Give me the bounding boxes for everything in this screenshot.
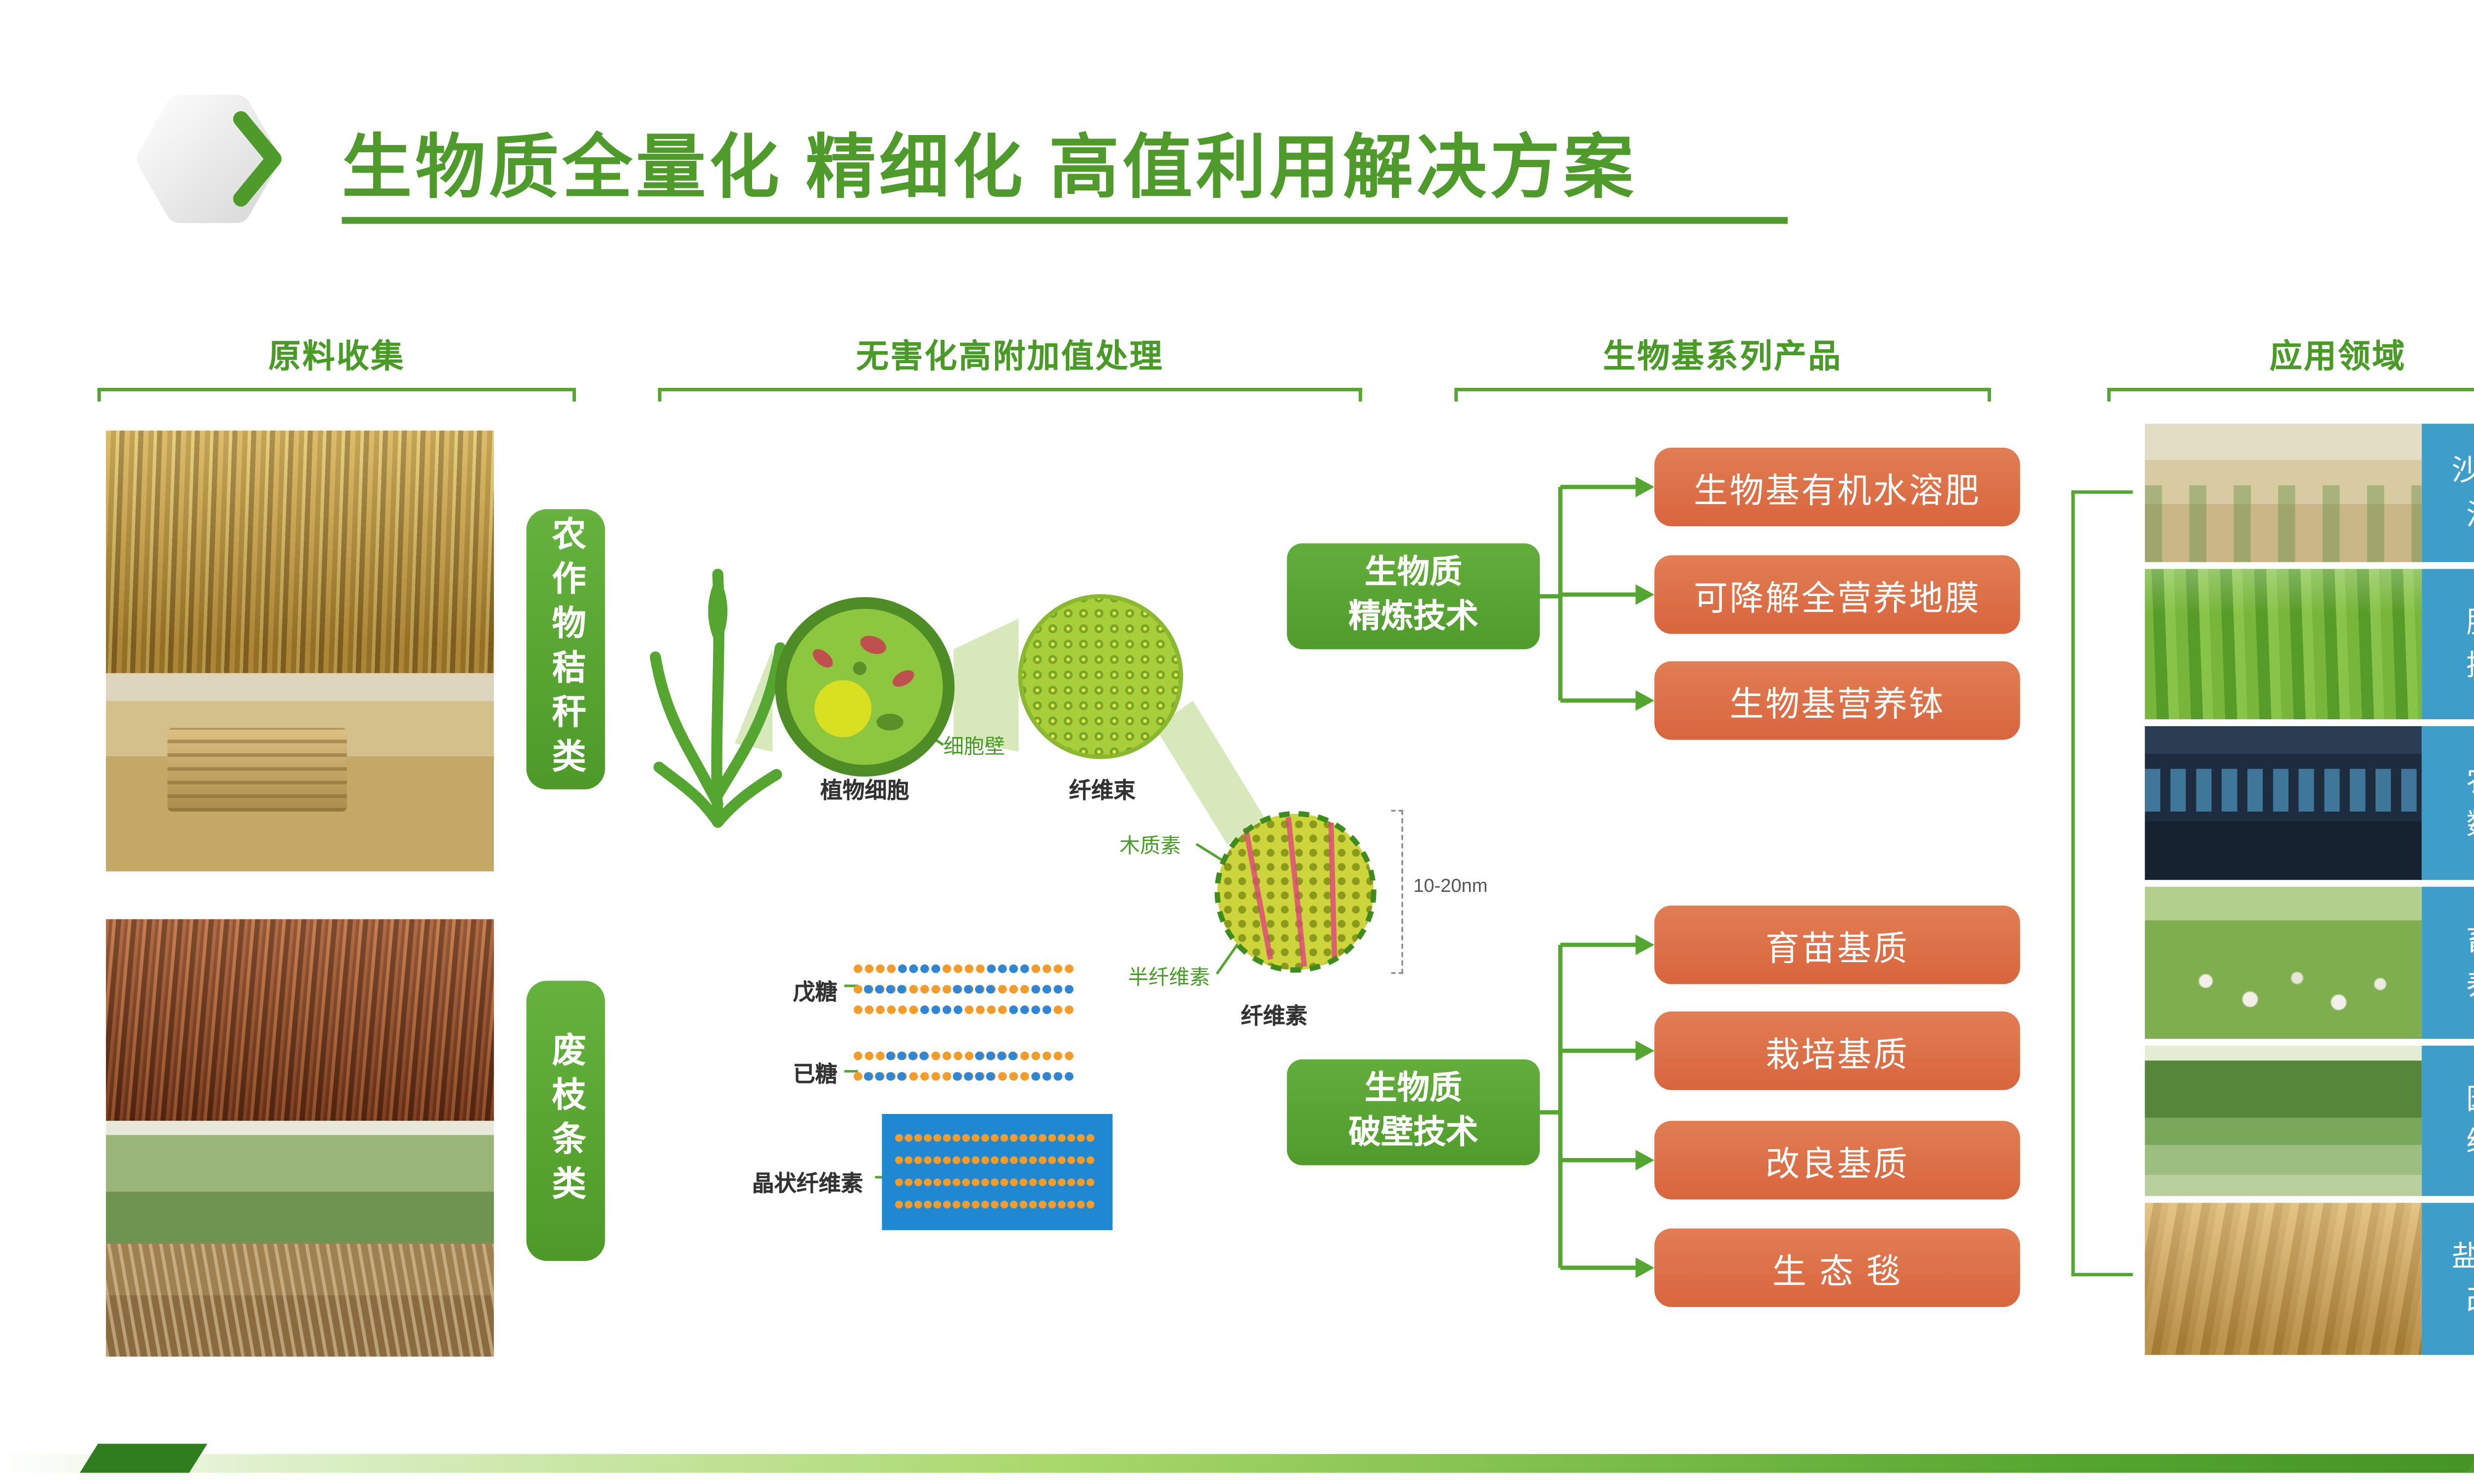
application-label: 盐碱地 改良 [2422, 1203, 2474, 1355]
section-bracket [658, 388, 1362, 402]
application-label: 沙漠化 治理 [2422, 423, 2474, 562]
straw-bale-shape [168, 729, 347, 812]
flow-connector-refining [1531, 448, 1658, 721]
category-waste-branches: 废枝条类 [526, 980, 605, 1261]
applications-bracket [2071, 490, 2133, 1277]
red-branches-photo [106, 919, 494, 1121]
section-bracket [1454, 388, 1991, 402]
application-row: 农业 数据 [2144, 726, 2474, 880]
soil-fertility-photo [2144, 569, 2422, 720]
footer-ribbon-left-fold [80, 1443, 208, 1473]
product-water-soluble-fertilizer: 生物基有机水溶肥 [1654, 447, 2020, 526]
landscape-greening-photo [2144, 1045, 2422, 1196]
section-header-products: 生物基系列产品 [1454, 331, 1991, 402]
agriculture-data-photo [2144, 726, 2422, 880]
pentose-label: 戊糖 [793, 979, 838, 1005]
cell-wall-label: 细胞壁 [943, 735, 1005, 759]
cellulose-label: 纤维素 [1240, 1003, 1308, 1029]
microfibril-diagram [1207, 803, 1384, 980]
application-label: 园林 绿化 [2422, 1045, 2474, 1196]
page-title: 生物质全量化 精细化 高值利用解决方案 [341, 128, 1637, 207]
category-crop-straw: 农作物秸秆类 [526, 509, 605, 789]
plant-icon [643, 547, 793, 840]
section-title-collection: 原料收集 [268, 340, 405, 376]
crystalline-cellulose-diagram [882, 1114, 1113, 1230]
desertification-photo [2144, 423, 2422, 562]
section-bracket [2107, 388, 2474, 402]
application-row: 盐碱地 改良 [2144, 1203, 2474, 1355]
hexagon-bullet-icon [130, 86, 301, 232]
hexose-chain-diagram [850, 1046, 1080, 1087]
title-underline [341, 217, 1788, 224]
product-improved-substrate: 改良基质 [1654, 1120, 2020, 1200]
flow-connector-wallbreak [1531, 931, 1658, 1281]
scale-label: 10-20nm [1413, 876, 1488, 897]
fiber-bundle-label: 纤维束 [1069, 777, 1136, 803]
product-nutrient-pot: 生物基营养钵 [1654, 661, 2020, 740]
plant-cell-diagram [772, 595, 957, 779]
section-bracket [97, 388, 576, 402]
application-label: 畜牧 养殖 [2422, 886, 2474, 1039]
hexose-label: 已糖 [793, 1061, 838, 1087]
application-row: 沙漠化 治理 [2144, 423, 2474, 562]
product-degradable-mulch-film: 可降解全营养地膜 [1654, 555, 2020, 634]
product-seedling-substrate: 育苗基质 [1654, 905, 2020, 984]
product-cultivation-substrate: 栽培基质 [1654, 1011, 2020, 1090]
wallbreak-tech-box: 生物质 破壁技术 [1286, 1059, 1540, 1165]
footer-ribbon [0, 1454, 2474, 1473]
product-ecological-blanket: 生 态 毯 [1654, 1228, 2020, 1307]
application-label: 农业 数据 [2422, 726, 2474, 880]
hemicellulose-label: 半纤维素 [1128, 965, 1210, 989]
pentose-chain-diagram [850, 960, 1080, 1018]
livestock-photo [2144, 886, 2422, 1039]
pruned-branches-photo [106, 1120, 494, 1357]
lignin-label: 木质素 [1119, 834, 1181, 858]
plant-cell-label: 植物细胞 [820, 777, 909, 803]
saline-land-photo [2144, 1203, 2422, 1355]
section-title-applications: 应用领域 [2269, 340, 2407, 376]
beam-connectors [684, 581, 1419, 1213]
section-header-processing: 无害化高附加值处理 [658, 331, 1362, 402]
refining-tech-box: 生物质 精炼技术 [1286, 543, 1540, 649]
section-header-collection: 原料收集 [97, 331, 576, 402]
section-header-applications: 应用领域 [2107, 331, 2474, 402]
application-row: 园林 绿化 [2144, 1045, 2474, 1196]
scale-bracket [1391, 810, 1403, 974]
section-title-processing: 无害化高附加值处理 [856, 340, 1164, 376]
crystalline-cellulose-label: 晶状纤维素 [752, 1170, 863, 1196]
section-title-products: 生物基系列产品 [1603, 340, 1843, 376]
straw-bales-photo [106, 673, 494, 872]
application-row: 畜牧 养殖 [2144, 886, 2474, 1039]
fiber-bundle-diagram [1015, 591, 1186, 762]
application-row: 肥力 提升 [2144, 569, 2474, 720]
corn-straw-photo [106, 430, 494, 673]
application-label: 肥力 提升 [2422, 569, 2474, 720]
